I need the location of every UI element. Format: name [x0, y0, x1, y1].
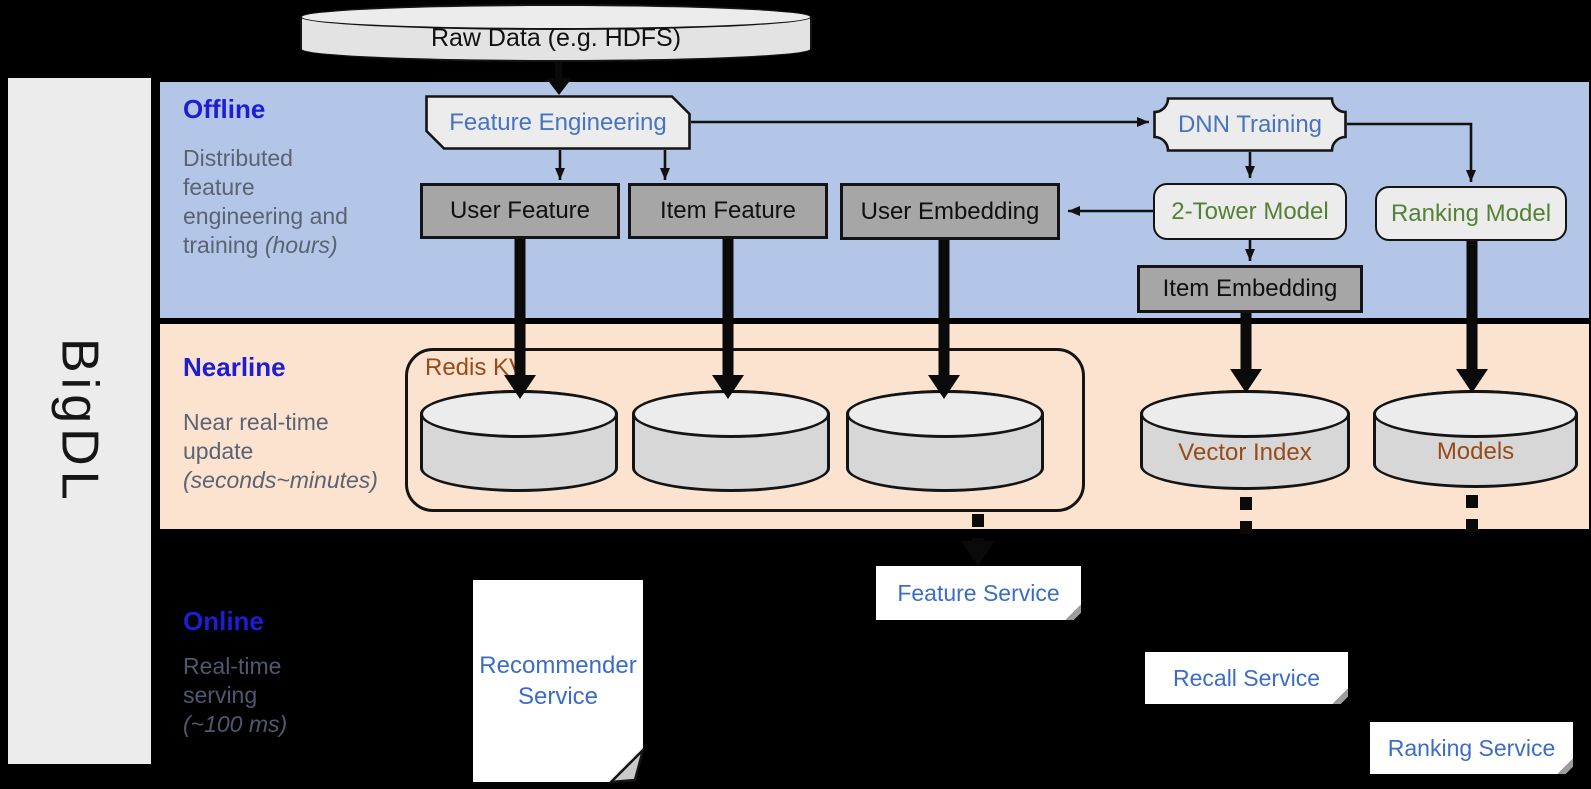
dnn-training-node: DNN Training — [1153, 97, 1347, 152]
offline-desc-line: feature — [183, 174, 255, 200]
user-feature-node: User Feature — [420, 183, 620, 239]
offline-description: Distributed feature engineering and trai… — [183, 144, 423, 260]
recommender-doc-fold — [609, 748, 645, 784]
recall-service-node: Recall Service — [1145, 652, 1348, 704]
snip-corner-shape — [425, 95, 691, 150]
user-feature-label: User Feature — [449, 197, 591, 224]
ranking-service-node: Ranking Service — [1370, 722, 1573, 774]
arrow-raw-to-fe-shaft — [555, 62, 562, 80]
redis-cylinder-2 — [632, 390, 830, 492]
vector-index-store: Vector Index — [1140, 390, 1350, 490]
feature-service-label: Feature Service — [897, 579, 1060, 606]
offline-desc-line: Distributed — [183, 145, 293, 171]
recommender-service-label: Recommender Service — [479, 652, 637, 710]
recommender-service-node: Recommender Service — [473, 580, 643, 782]
raw-data-label: Raw Data (e.g. HDFS) — [430, 23, 682, 52]
redis-cylinder-3 — [846, 390, 1044, 492]
item-embedding-label: Item Embedding — [1162, 275, 1338, 302]
nearline-desc-line: update — [183, 438, 254, 464]
nearline-desc-line: Near real-time — [183, 409, 329, 435]
ranking-model-node: Ranking Model — [1375, 186, 1567, 241]
redis-kv-container — [405, 348, 1085, 512]
item-feature-node: Item Feature — [628, 183, 828, 239]
nearline-description: Near real-time update (seconds~minutes) — [183, 408, 458, 495]
offline-desc-line: engineering and — [183, 203, 348, 229]
offline-desc-line-part: training — [183, 232, 265, 258]
models-store: Models — [1373, 390, 1578, 488]
offline-title: Offline — [183, 94, 266, 124]
models-label: Models — [1436, 438, 1515, 465]
online-desc-line: Real-time — [183, 653, 282, 679]
two-tower-model-node: 2-Tower Model — [1153, 183, 1347, 240]
redis-kv-label: Redis KV — [425, 354, 526, 381]
item-embedding-node: Item Embedding — [1137, 265, 1363, 313]
redis-cylinder-1 — [420, 390, 618, 492]
bigdl-logo-text: BigDL — [50, 337, 109, 505]
dash-redis-arrow-head — [961, 541, 995, 566]
feature-engineering-node: Feature Engineering — [425, 95, 691, 150]
feature-engineering-label: Feature Engineering — [449, 108, 667, 136]
online-title: Online — [183, 606, 264, 636]
dnn-training-label: DNN Training — [1177, 110, 1323, 138]
raw-data-store: Raw Data (e.g. HDFS) — [300, 4, 812, 62]
offline-desc-line: training (hours) — [183, 231, 423, 260]
plaque-shape — [1153, 97, 1347, 152]
item-feature-label: Item Feature — [659, 197, 797, 224]
online-desc-line: serving — [183, 682, 258, 708]
feature-service-node: Feature Service — [876, 566, 1081, 620]
online-description: Real-time serving (~100 ms) — [183, 652, 423, 739]
online-desc-italic: (~100 ms) — [183, 711, 288, 737]
ranking-model-label: Ranking Model — [1390, 199, 1552, 227]
nearline-title: Nearline — [183, 352, 286, 382]
user-embedding-node: User Embedding — [840, 183, 1060, 240]
bigdl-sidebar: BigDL — [8, 78, 151, 764]
ranking-service-label: Ranking Service — [1387, 734, 1556, 761]
offline-desc-italic: (hours) — [264, 232, 338, 258]
two-tower-model-label: 2-Tower Model — [1171, 197, 1329, 225]
nearline-desc-italic: (seconds~minutes) — [183, 467, 378, 493]
vector-index-label: Vector Index — [1178, 439, 1312, 466]
user-embedding-label: User Embedding — [860, 197, 1040, 225]
recall-service-label: Recall Service — [1173, 664, 1320, 691]
